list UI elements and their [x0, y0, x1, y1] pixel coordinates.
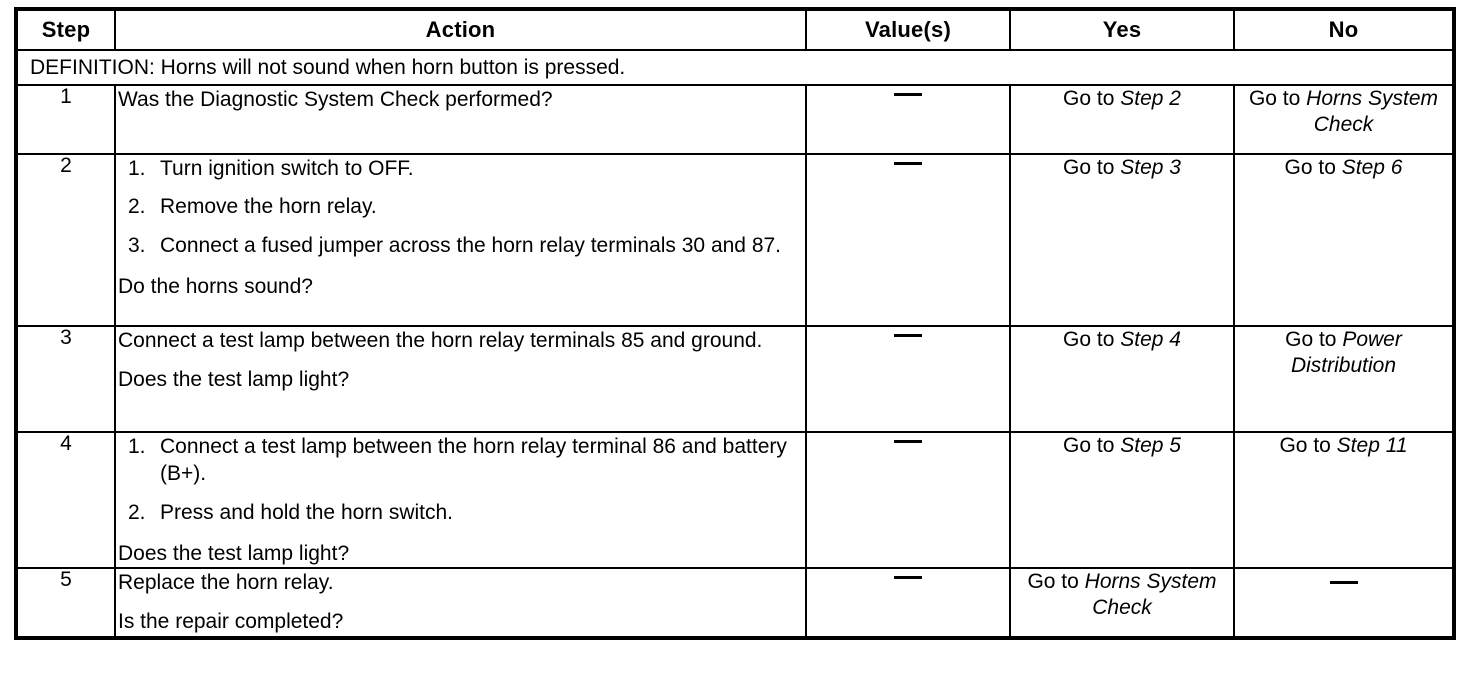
- action-content: 1. Turn ignition switch to OFF. 2. Remov…: [114, 153, 807, 327]
- action-step-list: 1. Connect a test lamp between the horn …: [116, 433, 805, 526]
- no-branch: Go to Step 11: [1233, 430, 1455, 570]
- em-dash-icon: [894, 576, 922, 580]
- action-statement: Connect a test lamp between the horn rel…: [118, 329, 763, 352]
- table-row: 4 1. Connect a test lamp between the hor…: [15, 430, 1455, 570]
- no-prefix: Go to: [1248, 87, 1307, 110]
- yes-target: Step 2: [1120, 87, 1181, 110]
- yes-branch: Go to Step 4: [1009, 325, 1235, 433]
- yes-prefix: Go to: [1063, 87, 1121, 110]
- yes-branch: Go to Step 3: [1009, 153, 1235, 327]
- action-question: Do the horns sound?: [118, 274, 313, 298]
- list-number: 2.: [128, 195, 146, 219]
- diagnostic-table: Step Action Value(s) Yes No DEFINITION: …: [14, 7, 1456, 640]
- value-cell: [805, 567, 1011, 639]
- yes-prefix: Go to: [1027, 570, 1085, 594]
- yes-branch: Go to Step 5: [1009, 430, 1235, 570]
- no-target: Step 6: [1341, 156, 1403, 179]
- action-content: Was the Diagnostic System Check performe…: [114, 84, 807, 155]
- em-dash-icon: [894, 93, 922, 97]
- list-item: 1. Turn ignition switch to OFF.: [116, 155, 805, 182]
- action-line: Was the Diagnostic System Check performe…: [118, 88, 553, 111]
- no-branch: Go to Step 6: [1233, 153, 1455, 327]
- header-action: Action: [114, 8, 807, 51]
- value-cell: [805, 430, 1011, 570]
- header-no: No: [1233, 8, 1455, 51]
- yes-prefix: Go to: [1063, 156, 1121, 179]
- table-row: 3 Connect a test lamp between the horn r…: [15, 325, 1455, 433]
- step-number: 1: [15, 84, 116, 155]
- definition-text: DEFINITION: Horns will not sound when ho…: [15, 49, 1455, 86]
- em-dash-icon: [894, 334, 922, 338]
- table-row: 5 Replace the horn relay. Is the repair …: [15, 567, 1455, 639]
- no-branch: Go to Horns System Check: [1233, 84, 1455, 155]
- list-number: 1.: [128, 435, 146, 458]
- em-dash-icon: [894, 162, 922, 166]
- no-target: Step 11: [1336, 434, 1408, 457]
- no-target: Power Distribution: [1290, 328, 1402, 377]
- yes-prefix: Go to: [1063, 328, 1121, 351]
- yes-prefix: Go to: [1063, 434, 1121, 457]
- list-item: 2. Remove the horn relay.: [116, 193, 805, 220]
- action-content: Connect a test lamp between the horn rel…: [114, 325, 807, 433]
- action-question: Does the test lamp light?: [118, 541, 350, 565]
- list-number: 2.: [128, 500, 146, 524]
- table-row: 1 Was the Diagnostic System Check perfor…: [15, 84, 1455, 155]
- action-question: Is the repair completed?: [118, 610, 344, 634]
- no-prefix: Go to: [1284, 156, 1342, 179]
- list-text: Connect a fused jumper across the horn r…: [160, 233, 782, 257]
- list-text: Turn ignition switch to OFF.: [160, 157, 414, 180]
- yes-target: Step 4: [1120, 328, 1181, 351]
- no-prefix: Go to: [1285, 328, 1343, 351]
- header-yes: Yes: [1009, 8, 1235, 51]
- em-dash-icon: [1329, 581, 1358, 585]
- list-number: 3.: [128, 233, 146, 257]
- em-dash-icon: [894, 440, 922, 444]
- yes-target: Step 3: [1120, 156, 1181, 179]
- no-branch: [1233, 567, 1455, 639]
- value-cell: [805, 325, 1011, 433]
- list-item: 1. Connect a test lamp between the horn …: [116, 433, 805, 488]
- no-prefix: Go to: [1279, 434, 1337, 457]
- list-text: Press and hold the horn switch.: [160, 500, 453, 524]
- yes-target: Step 5: [1120, 434, 1181, 457]
- step-number: 5: [15, 567, 116, 639]
- list-text: Remove the horn relay.: [160, 195, 377, 219]
- no-branch: Go to Power Distribution: [1233, 325, 1455, 433]
- step-number: 4: [15, 430, 116, 570]
- action-question: Does the test lamp light?: [118, 368, 350, 392]
- action-statement: Replace the horn relay.: [118, 571, 334, 595]
- list-item: 2. Press and hold the horn switch.: [116, 499, 805, 526]
- definition-row: DEFINITION: Horns will not sound when ho…: [15, 49, 1455, 86]
- table-header-row: Step Action Value(s) Yes No: [15, 8, 1455, 51]
- action-step-list: 1. Turn ignition switch to OFF. 2. Remov…: [116, 155, 805, 259]
- list-item: 3. Connect a fused jumper across the hor…: [116, 232, 805, 259]
- step-number: 2: [15, 153, 116, 327]
- value-cell: [805, 84, 1011, 155]
- list-text: Connect a test lamp between the horn rel…: [160, 435, 787, 486]
- step-number: 3: [15, 325, 116, 433]
- no-target: Horns System Check: [1306, 87, 1439, 136]
- value-cell: [805, 153, 1011, 327]
- list-number: 1.: [128, 157, 146, 180]
- action-content: Replace the horn relay. Is the repair co…: [114, 567, 807, 639]
- header-values: Value(s): [805, 8, 1011, 51]
- yes-branch: Go to Horns System Check: [1009, 567, 1235, 639]
- header-step: Step: [15, 8, 116, 51]
- action-content: 1. Connect a test lamp between the horn …: [114, 430, 807, 570]
- table-row: 2 1. Turn ignition switch to OFF. 2. Rem…: [15, 153, 1455, 327]
- yes-target: Horns System Check: [1084, 570, 1217, 619]
- yes-branch: Go to Step 2: [1009, 84, 1235, 155]
